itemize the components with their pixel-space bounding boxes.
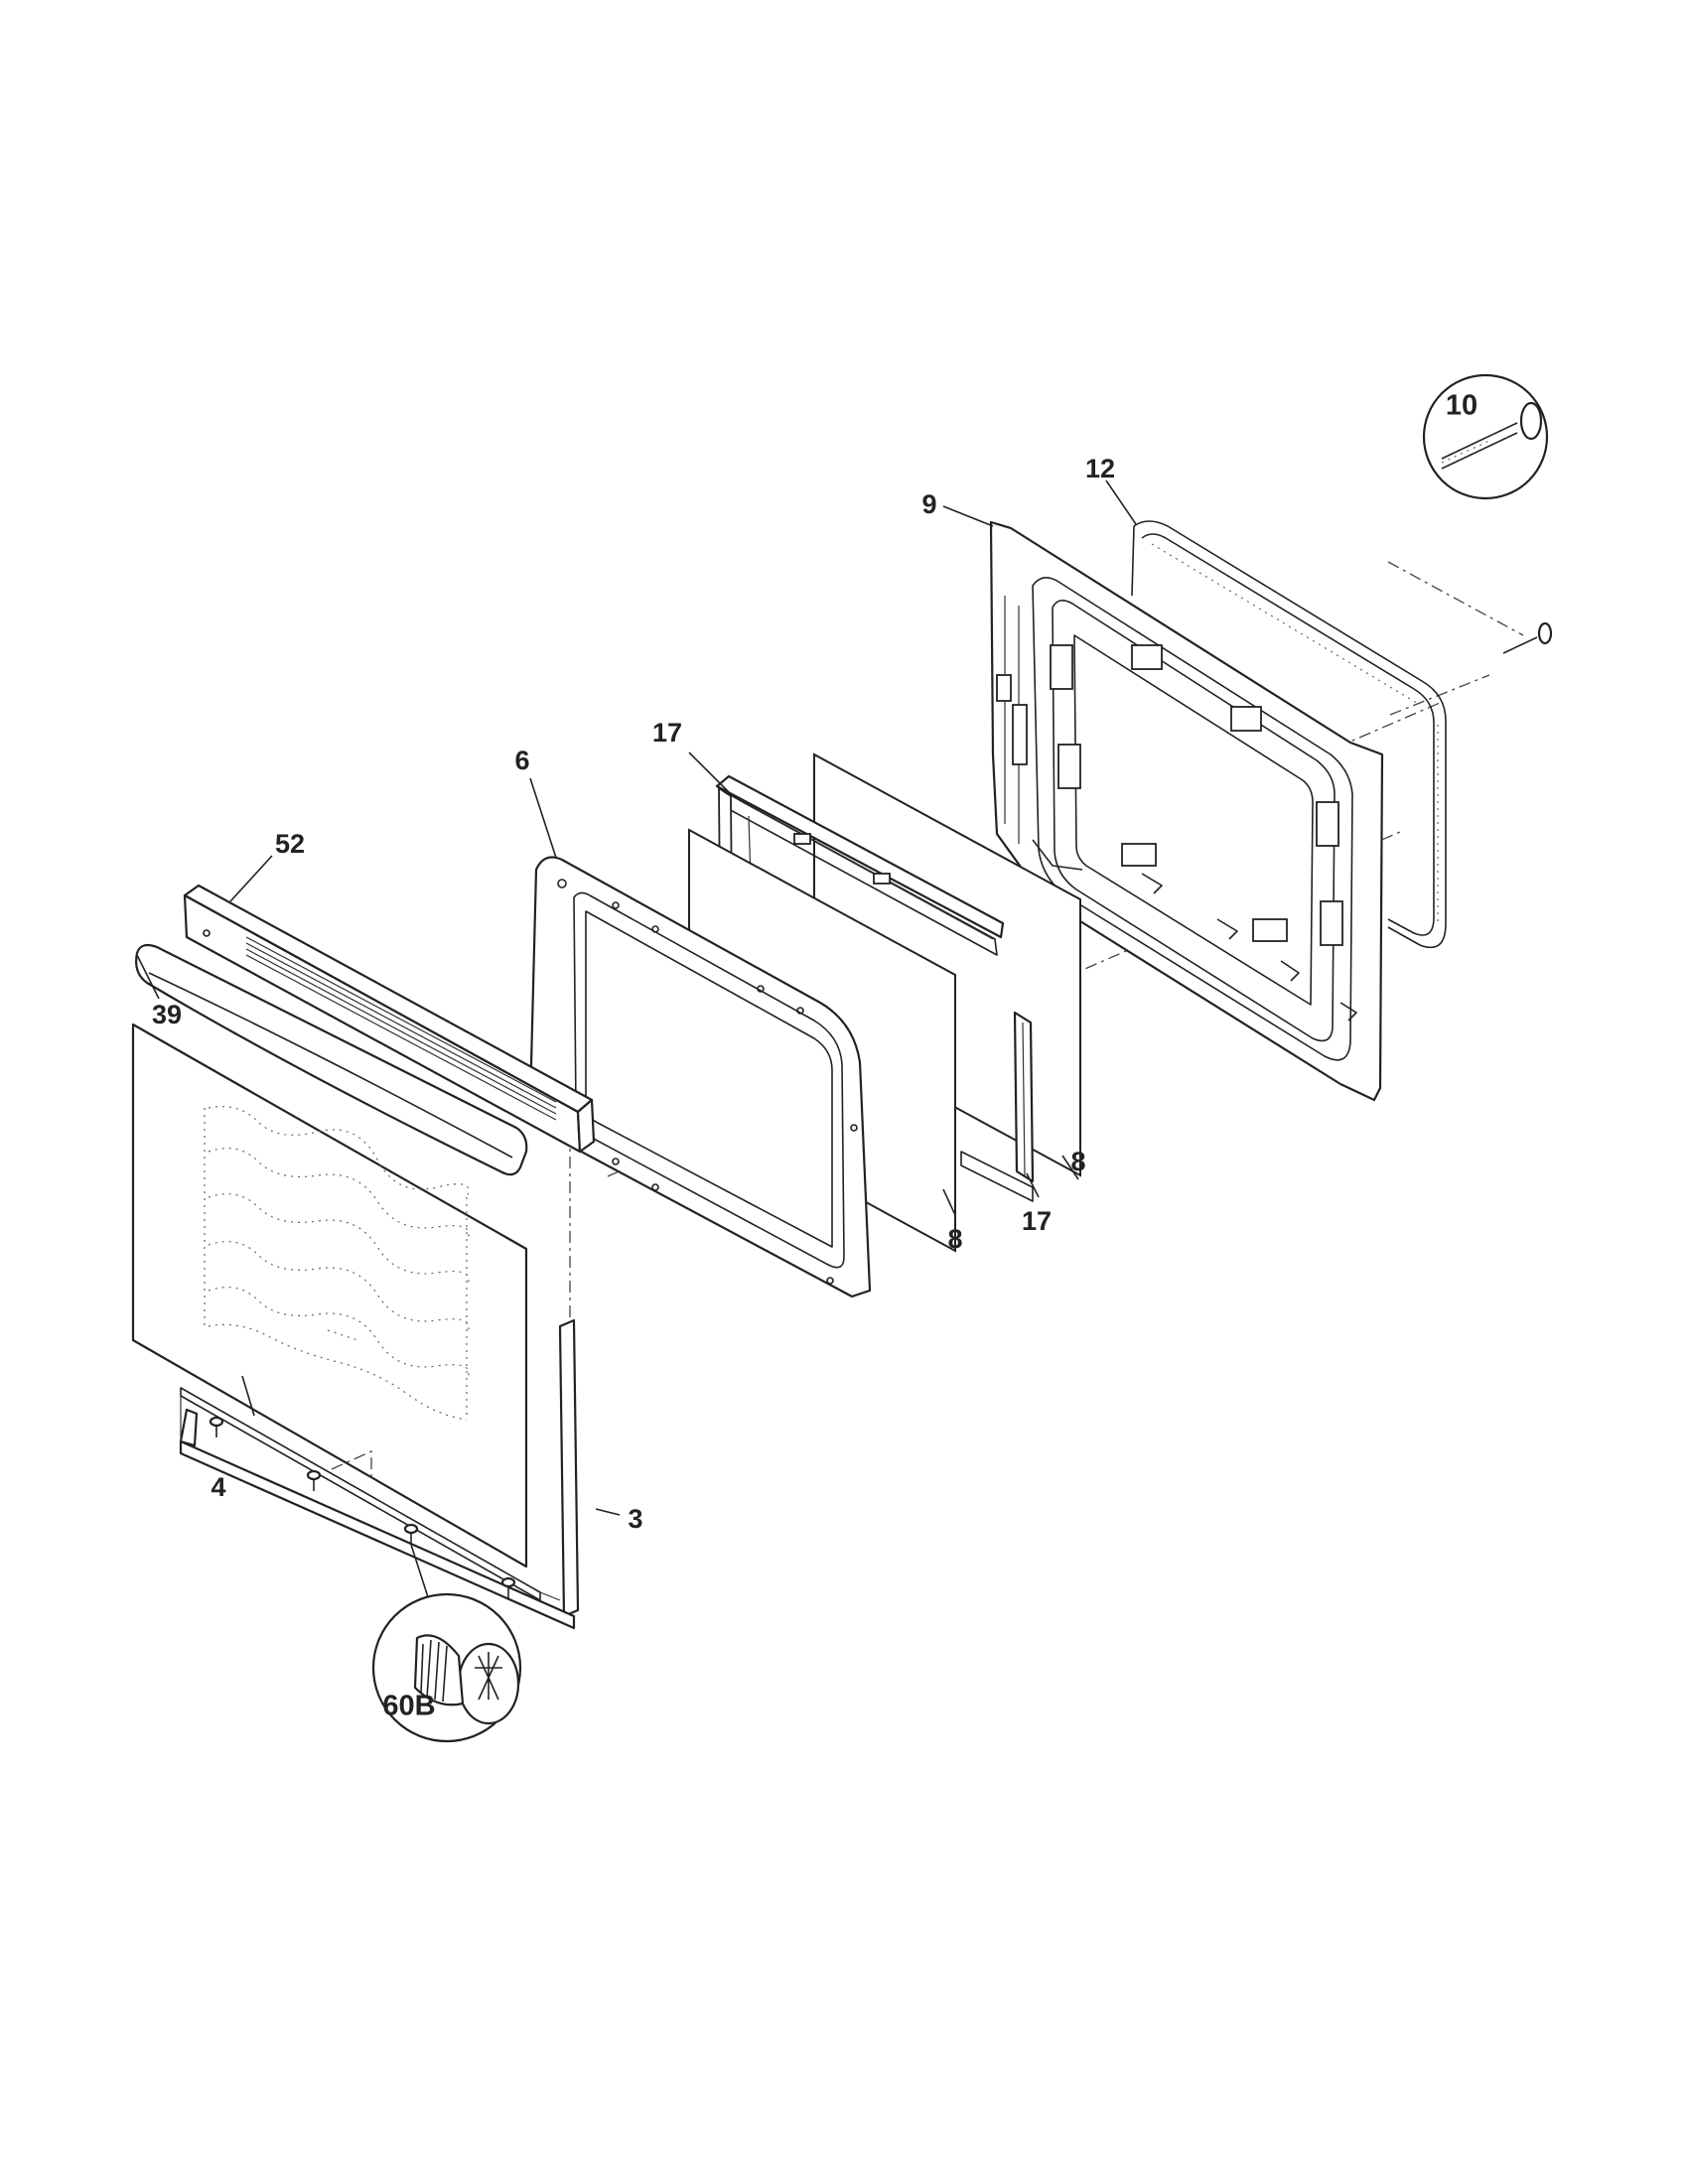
part-labels: 52 39 4 3 6 17 17 8 8 9 12 10 60B — [152, 390, 1477, 1722]
screw-icon — [403, 1523, 419, 1545]
label-part-8-back: 8 — [1070, 1147, 1085, 1176]
side-trim-strip — [558, 1318, 580, 1618]
screw-icon — [500, 1576, 516, 1598]
label-part-6: 6 — [514, 746, 529, 775]
label-part-17-top: 17 — [652, 718, 682, 748]
door-handle — [135, 943, 528, 1176]
label-part-39: 39 — [152, 1000, 182, 1029]
label-part-3: 3 — [628, 1504, 642, 1534]
label-part-9: 9 — [921, 489, 936, 519]
screw-detail-callout — [371, 1544, 522, 1743]
label-part-8-front: 8 — [947, 1224, 962, 1254]
bolt-screw — [1422, 373, 1553, 654]
label-part-52: 52 — [275, 829, 305, 859]
leader-lines — [136, 479, 1137, 1516]
label-part-60b: 60B — [382, 1691, 435, 1722]
label-part-17-bottom: 17 — [1022, 1206, 1052, 1236]
window-pattern — [204, 1106, 470, 1421]
inner-door-liner — [989, 520, 1384, 1102]
top-vent-trim — [183, 884, 596, 1154]
outer-door-panel — [131, 1023, 576, 1630]
bottom-screws — [209, 1416, 516, 1598]
screw-icon — [209, 1416, 224, 1437]
label-part-10: 10 — [1446, 390, 1477, 422]
label-part-12: 12 — [1085, 454, 1115, 483]
glass-retainer-bottom — [960, 1011, 1035, 1202]
screw-icon — [306, 1469, 322, 1491]
label-part-4: 4 — [211, 1472, 225, 1502]
door-gasket — [1131, 520, 1447, 949]
